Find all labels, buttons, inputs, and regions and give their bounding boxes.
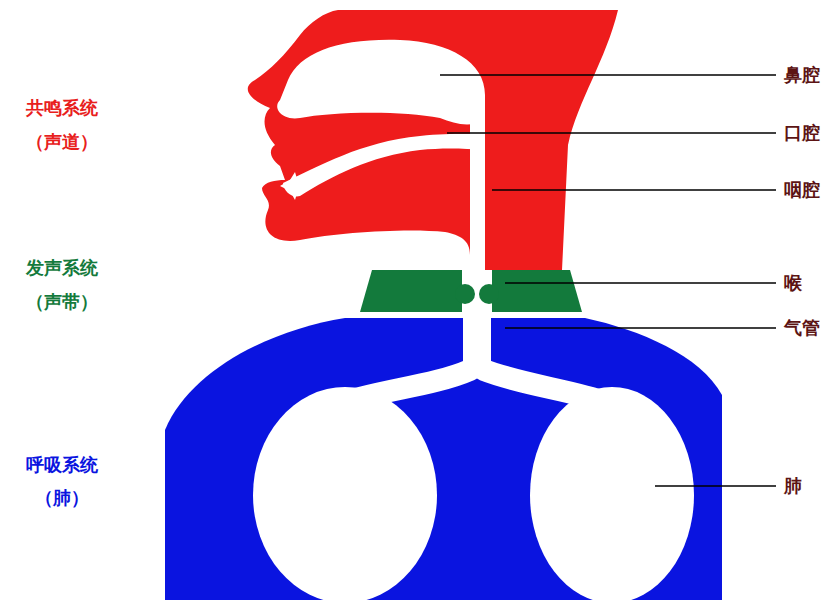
part-name: 口腔 — [784, 122, 820, 144]
left-lung — [253, 387, 437, 600]
system-note: （声带） — [26, 291, 98, 313]
right-lung — [530, 387, 694, 600]
nasal-cavity — [277, 40, 485, 125]
system-name: 发声系统 — [26, 257, 98, 279]
head-region — [248, 10, 618, 270]
vocal-fold — [479, 284, 499, 304]
leader-line — [440, 74, 776, 76]
part-name: 气管 — [784, 317, 820, 339]
system-name: 共鸣系统 — [26, 97, 98, 119]
pharynx — [470, 95, 485, 273]
trachea — [463, 312, 491, 374]
system-note: （声道） — [26, 131, 98, 153]
part-name: 咽腔 — [784, 179, 820, 201]
teeth-gap — [280, 172, 306, 200]
leader-line — [447, 132, 776, 134]
gap-line — [340, 312, 600, 317]
leader-line — [655, 485, 776, 487]
leader-line — [492, 189, 776, 191]
system-note: （肺） — [35, 487, 89, 509]
leader-line — [505, 282, 776, 284]
part-name: 肺 — [784, 475, 802, 497]
oral-cavity — [283, 134, 485, 197]
leader-line — [505, 327, 776, 329]
part-name: 鼻腔 — [784, 64, 820, 86]
system-name: 呼吸系统 — [26, 454, 98, 476]
vocal-fold — [455, 284, 475, 304]
part-name: 喉 — [784, 272, 802, 294]
